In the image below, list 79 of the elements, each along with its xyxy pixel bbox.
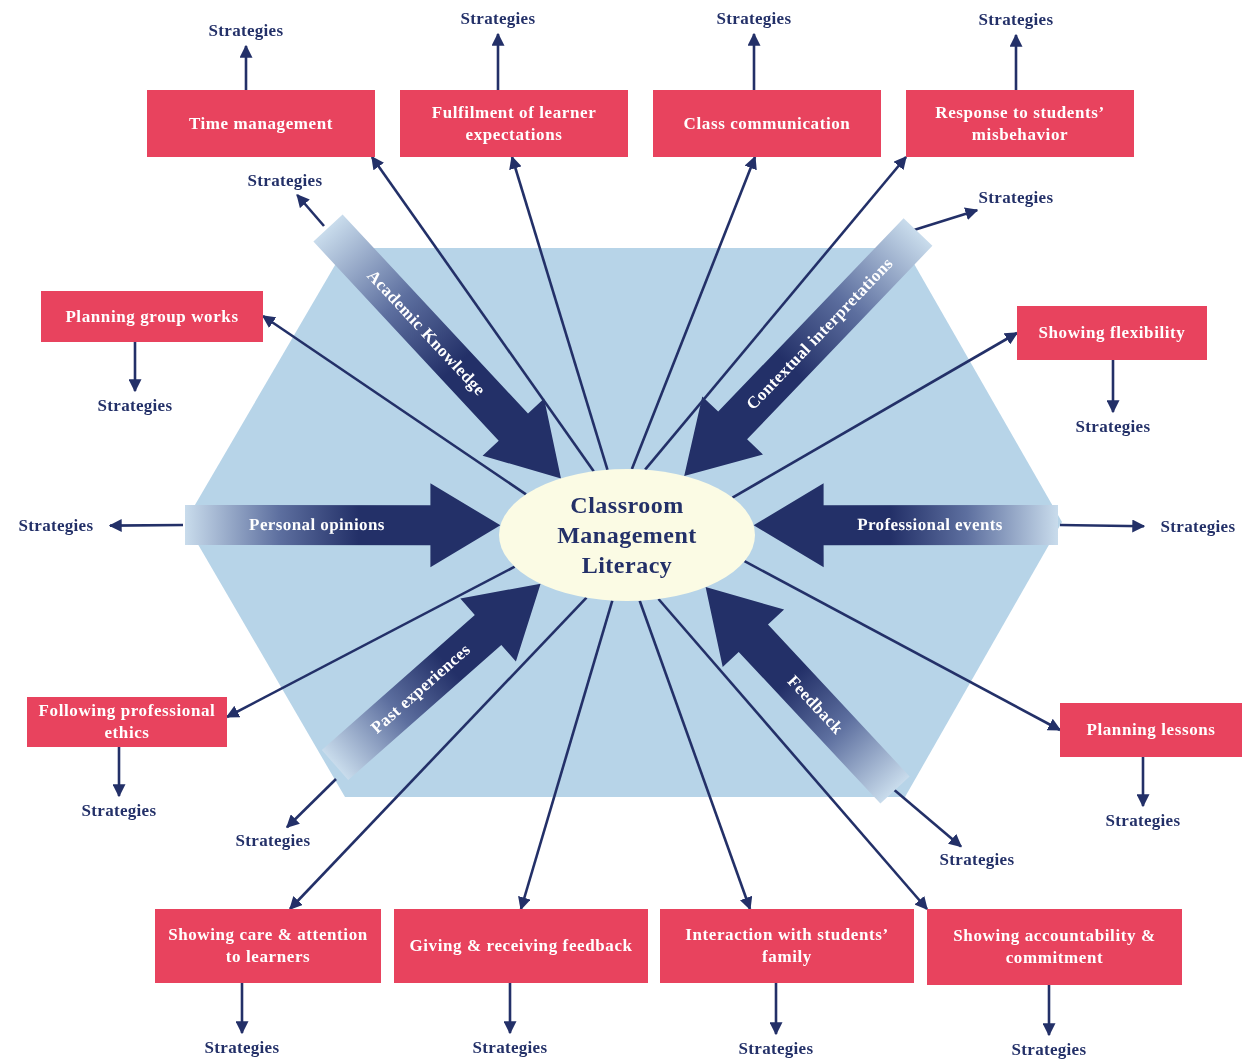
arrow [491,32,505,90]
topic-label: Showing flexibility [1038,322,1186,344]
arrow [644,156,907,471]
arrow [239,44,253,90]
topic-label: Class communication [683,112,851,135]
arrow [509,155,609,471]
topic-box [927,909,1182,985]
arrow [1042,985,1056,1037]
topic-box [1017,306,1207,360]
arrow [518,600,614,911]
topic-label: Following professional ethics [37,700,217,744]
arrow [1009,33,1023,90]
arrow [112,747,126,798]
arrow [731,331,1019,499]
arrow [128,342,142,393]
arrow [235,983,249,1035]
topic-label: Showing care & attention to learners [167,924,369,968]
strategies-label: Strategies [966,9,1066,31]
strategies-label: Strategies [69,800,169,822]
topic-label: Interaction with students’ family [684,924,890,968]
topic-label: Response to students’ misbehavior [934,101,1106,146]
strategies-label: Strategies [223,830,323,852]
edge-label: Personal opinions [249,514,386,537]
topic-box [400,90,628,157]
arrow [289,596,588,910]
thick-arrow [753,483,1058,568]
topic-box [394,909,648,983]
strategies-label: Strategies [235,170,335,192]
strategies-label: Strategies [448,8,548,30]
arrow [1136,757,1150,808]
strategies-label: Strategies [192,1037,292,1059]
arrow [370,155,595,473]
topic-label: Fulfilment of learner expectations [430,101,598,146]
topic-box [653,90,881,157]
thick-arrow [185,483,501,568]
strategies-label: Strategies [1148,516,1248,538]
topic-label: Giving & receiving feedback [409,935,633,957]
strategies-label: Strategies [1093,810,1193,832]
arrow [503,983,517,1035]
topic-label: Time management [188,112,334,135]
topic-label: Planning group works [65,305,239,328]
thick-arrow [705,587,910,804]
arrow [769,983,783,1036]
arrow [286,778,337,829]
arrow [747,32,761,90]
arrow [630,155,757,470]
strategies-label: Strategies [966,187,1066,209]
arrow [891,787,962,848]
arrow [657,598,928,910]
arrow [1060,519,1146,533]
edge-label: Professional events [857,514,1003,537]
arrow [743,560,1062,732]
topic-box [1060,703,1242,757]
strategies-label: Strategies [460,1037,560,1059]
strategies-label: Strategies [927,849,1027,871]
strategies-label: Strategies [1063,416,1163,438]
strategies-label: Strategies [6,515,106,537]
topic-box [660,909,914,983]
topic-box [147,90,375,157]
arrow [1106,360,1120,414]
strategies-label: Strategies [85,395,185,417]
arrow [638,600,753,911]
topic-box [27,697,227,747]
strategies-label: Strategies [999,1039,1099,1061]
arrow [296,194,325,227]
strategies-label: Strategies [704,8,804,30]
topic-label: Showing accountability & commitment [952,925,1157,969]
topic-box [41,291,263,342]
thick-arrow [684,218,933,476]
arrow [913,207,979,232]
topic-box [155,909,381,983]
center-label: Classroom Management Literacy [556,491,698,580]
thick-arrow [321,583,541,780]
strategies-label: Strategies [196,20,296,42]
thick-arrow [313,214,561,479]
topic-label: Planning lessons [1086,719,1216,741]
topic-box [906,90,1134,157]
arrow [108,519,183,532]
strategies-label: Strategies [726,1038,826,1060]
